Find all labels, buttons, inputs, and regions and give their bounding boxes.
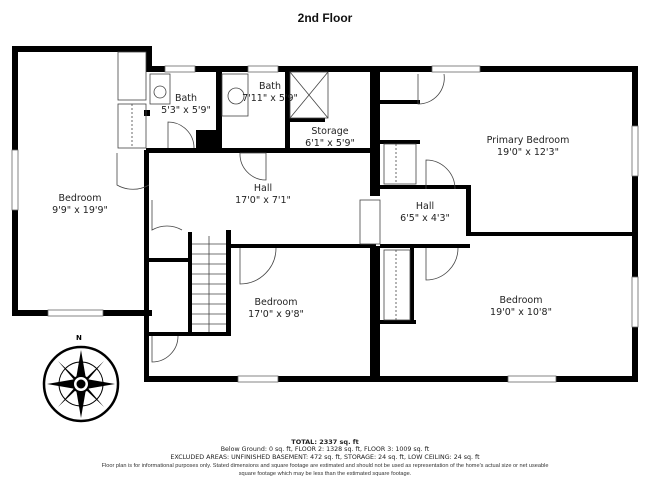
floor-title: 2nd Floor: [297, 11, 353, 25]
footer-total: TOTAL: 2337 sq. ft: [291, 438, 359, 446]
compass-north-label: N: [76, 334, 82, 342]
footer-excluded: EXCLUDED AREAS: UNFINISHED BASEMENT: 472…: [170, 454, 480, 461]
room-label-bath-2: Bath 7'11" x 5'9": [242, 81, 298, 104]
room-label-bath-1: Bath 5'3" x 5'9": [161, 93, 211, 116]
stairs: [192, 236, 226, 332]
room-label-hall-east: Hall 6'5" x 4'3": [400, 201, 450, 224]
footer-breakdown: Below Ground: 0 sq. ft, FLOOR 2: 1328 sq…: [220, 446, 430, 453]
room-label-primary-bedroom: Primary Bedroom 19'0" x 12'3": [486, 135, 570, 158]
footer-disclaimer-line2: square footage which may be less than th…: [238, 471, 412, 477]
windows: [11, 65, 639, 383]
room-label-bedroom-west: Bedroom 9'9" x 19'9": [52, 193, 108, 216]
room-label-bedroom-center: Bedroom 17'0" x 9'8": [248, 297, 304, 320]
compass-rose-icon: N: [36, 334, 126, 426]
room-label-bedroom-east: Bedroom 19'0" x 10'8": [490, 295, 552, 318]
footer-disclaimer-line1: Floor plan is for informational purposes…: [101, 463, 549, 469]
room-label-hall-main: Hall 17'0" x 7'1": [235, 183, 291, 206]
fixtures: [116, 51, 459, 363]
room-label-storage: Storage 6'1" x 5'9": [305, 126, 355, 149]
